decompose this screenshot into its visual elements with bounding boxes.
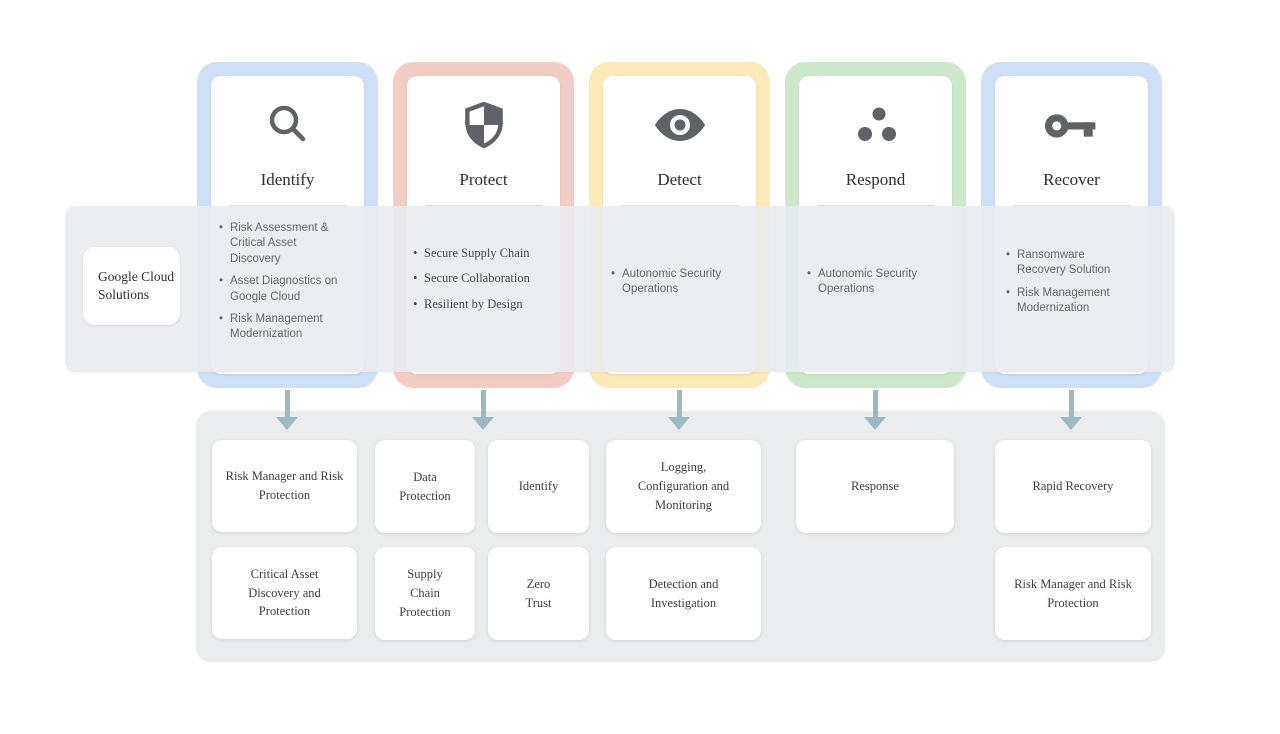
pillar-items-recover: Ransomware Recovery Solution Risk Manage… [1006,248,1122,324]
flow-arrow-recover [1060,390,1082,430]
list-item: Risk Assessment & Critical Asset Discove… [219,221,341,267]
solution-box-zero-trust: Zero Trust [488,547,589,640]
flow-arrow-respond [864,390,886,430]
flow-arrow-protect [472,390,494,430]
list-item: Autonomic Security Operations [611,267,741,298]
list-item: Secure Supply Chain [413,245,539,262]
google-cloud-solutions-label: Google Cloud Solutions [83,247,180,325]
list-item: Risk Management Modernization [1006,286,1122,317]
pillar-items-protect: Secure Supply Chain Secure Collaboration… [413,245,539,321]
title-divider [620,205,739,206]
solution-box-detection: Detection and Investigation [606,547,761,640]
title-divider [424,205,543,206]
solution-box-response: Response [796,440,954,533]
pillar-title: Identify [260,170,315,189]
solution-box-critical-asset: Critical Asset Discovery and Protection [212,547,357,639]
key-icon [1043,98,1101,152]
title-divider [816,205,935,206]
list-item: Ransomware Recovery Solution [1006,248,1122,279]
solution-box-logging: Logging, Configuration and Monitoring [606,440,761,533]
title-divider [1012,205,1131,206]
list-item: Asset Diagnostics on Google Cloud [219,274,341,305]
list-item: Resilient by Design [413,296,539,313]
list-item: Autonomic Security Operations [807,267,937,298]
flow-arrow-detect [668,390,690,430]
solution-box-risk-manager-1: Risk Manager and Risk Protection [212,440,357,532]
list-item: Secure Collaboration [413,270,539,287]
pillar-title: Detect [657,170,702,189]
eye-icon [654,98,706,152]
solution-box-identify: Identify [488,440,589,533]
list-item: Risk Management Modernization [219,312,341,343]
solution-box-rapid-recovery: Rapid Recovery [995,440,1151,533]
pillar-title: Protect [459,170,508,189]
solution-box-risk-manager-2: Risk Manager and Risk Protection [995,547,1151,640]
pillar-items-respond: Autonomic Security Operations [807,267,937,305]
flow-arrow-identify [276,390,298,430]
pillar-items-detect: Autonomic Security Operations [611,267,741,305]
shield-icon [463,98,505,152]
pillar-title: Respond [845,170,906,189]
three-dots-icon [855,98,897,152]
solution-box-supply-chain: Supply Chain Protection [375,547,475,640]
solution-box-data-protection: Data Protection [375,440,475,533]
title-divider [228,205,347,206]
pillar-items-identify: Risk Assessment & Critical Asset Discove… [219,221,341,350]
magnifier-icon [264,98,312,152]
pillar-title: Recover [1043,170,1100,189]
